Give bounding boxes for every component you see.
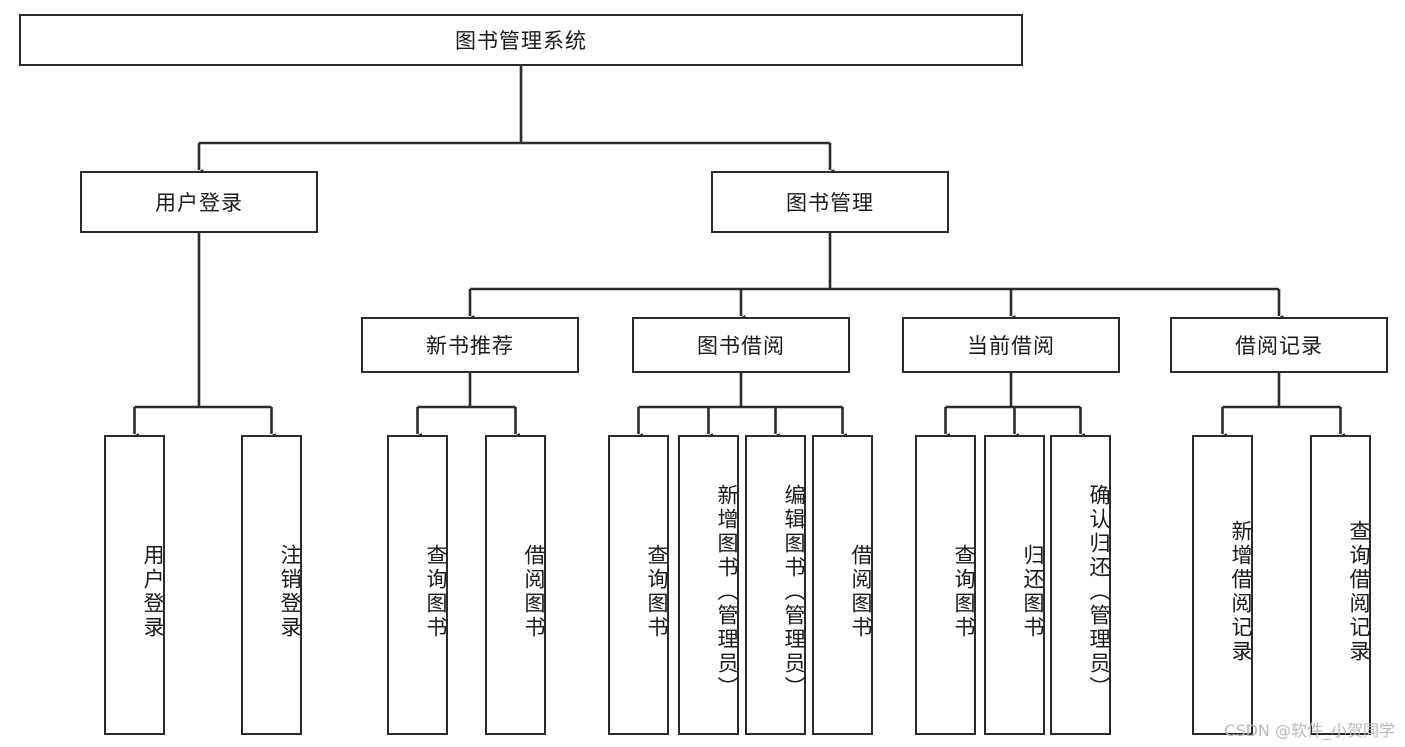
leaf-query-book-borrow[interactable]: 查询图书 (608, 435, 669, 735)
leaf-borrow-book-recommend[interactable]: 借阅图书 (485, 435, 546, 735)
node-root[interactable]: 图书管理系统 (19, 14, 1023, 66)
node-current-borrow[interactable]: 当前借阅 (902, 317, 1120, 373)
node-label: 新书推荐 (426, 334, 514, 358)
node-label: 查询借阅记录 (1347, 520, 1371, 664)
node-label: 当前借阅 (967, 334, 1055, 358)
node-label: 查询图书 (952, 544, 976, 640)
node-label: 借阅记录 (1235, 334, 1323, 358)
leaf-logout[interactable]: 注销登录 (241, 435, 302, 735)
node-label: 注销登录 (278, 544, 302, 640)
node-label: 新增图书（管理员） (715, 484, 739, 700)
leaf-return-book[interactable]: 归还图书 (984, 435, 1045, 735)
leaf-confirm-return-admin[interactable]: 确认归还（管理员） (1050, 435, 1111, 735)
leaf-query-book-current[interactable]: 查询图书 (915, 435, 976, 735)
node-label: 查询图书 (424, 544, 448, 640)
node-label: 用户登录 (141, 544, 165, 640)
watermark: CSDN @软件_小贺同学 (1224, 721, 1395, 740)
node-label: 归还图书 (1021, 544, 1045, 640)
leaf-user-login[interactable]: 用户登录 (104, 435, 165, 735)
leaf-edit-book-admin[interactable]: 编辑图书（管理员） (745, 435, 806, 735)
node-label: 新增借阅记录 (1229, 520, 1253, 664)
leaf-borrow-book[interactable]: 借阅图书 (812, 435, 873, 735)
node-label: 借阅图书 (849, 544, 873, 640)
node-label: 图书借阅 (697, 334, 785, 358)
node-user-login[interactable]: 用户登录 (80, 171, 318, 233)
node-borrow-record[interactable]: 借阅记录 (1170, 317, 1388, 373)
leaf-add-borrow-record[interactable]: 新增借阅记录 (1192, 435, 1253, 735)
node-label: 查询图书 (645, 544, 669, 640)
node-book-borrow[interactable]: 图书借阅 (632, 317, 850, 373)
node-label: 编辑图书（管理员） (782, 484, 806, 700)
leaf-query-book-recommend[interactable]: 查询图书 (387, 435, 448, 735)
node-label: 确认归还（管理员） (1087, 484, 1111, 700)
leaf-query-borrow-record[interactable]: 查询借阅记录 (1310, 435, 1371, 735)
leaf-add-book-admin[interactable]: 新增图书（管理员） (678, 435, 739, 735)
node-new-book-recommend[interactable]: 新书推荐 (361, 317, 579, 373)
node-label: 借阅图书 (522, 544, 546, 640)
node-label: 图书管理 (786, 191, 874, 215)
node-label: 图书管理系统 (455, 29, 587, 53)
node-label: 用户登录 (155, 191, 243, 215)
node-book-manage[interactable]: 图书管理 (711, 171, 949, 233)
